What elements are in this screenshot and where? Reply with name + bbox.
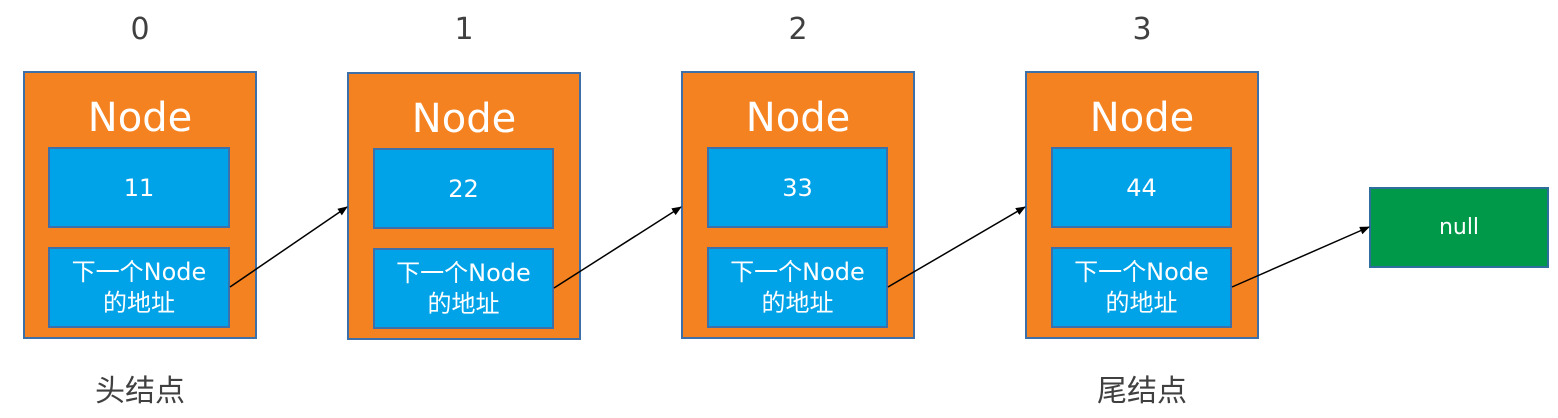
node-next-cell: 下一个Node 的地址 xyxy=(1051,247,1232,328)
node-next-cell: 下一个Node 的地址 xyxy=(48,247,230,328)
next-pointer-arrow xyxy=(229,206,348,288)
node-next-label-line1: 下一个Node xyxy=(396,258,531,287)
node-value-cell: 11 xyxy=(48,147,230,228)
node-next-label-line1: 下一个Node xyxy=(730,257,865,286)
tail-node-label: 尾结点 xyxy=(1097,374,1187,409)
node-index-label: 0 xyxy=(130,12,150,47)
head-node-label: 头结点 xyxy=(95,374,185,409)
node-value: 44 xyxy=(1126,173,1157,202)
node-value: 33 xyxy=(782,173,813,202)
node-next-label-line2: 的地址 xyxy=(103,288,175,317)
node-next-label-line2: 的地址 xyxy=(427,289,500,318)
node-value-cell: 33 xyxy=(707,147,888,228)
node-title: Node xyxy=(745,95,851,141)
node-value-cell: 22 xyxy=(373,148,554,229)
next-pointer-arrow xyxy=(887,206,1026,288)
node-next-label-line2: 的地址 xyxy=(761,288,834,317)
node-index-label: 1 xyxy=(454,12,474,47)
null-label: null xyxy=(1438,215,1480,240)
node-next-cell: 下一个Node 的地址 xyxy=(373,248,554,329)
node-title: Node xyxy=(87,95,193,141)
next-pointer-arrow xyxy=(1231,226,1370,288)
node-next-label-line1: 下一个Node xyxy=(71,257,207,286)
node-next-cell: 下一个Node 的地址 xyxy=(707,247,888,328)
next-pointer-arrow xyxy=(553,206,682,289)
node-title: Node xyxy=(411,96,517,142)
node-next-label-line1: 下一个Node xyxy=(1074,257,1209,286)
node-title: Node xyxy=(1089,95,1195,141)
node-value: 11 xyxy=(123,173,155,202)
null-terminator: null xyxy=(1369,187,1549,268)
node-index-label: 3 xyxy=(1132,12,1152,47)
node-value: 22 xyxy=(448,174,479,203)
node-index-label: 2 xyxy=(788,12,808,47)
node-value-cell: 44 xyxy=(1051,147,1232,228)
node-next-label-line2: 的地址 xyxy=(1105,288,1178,317)
